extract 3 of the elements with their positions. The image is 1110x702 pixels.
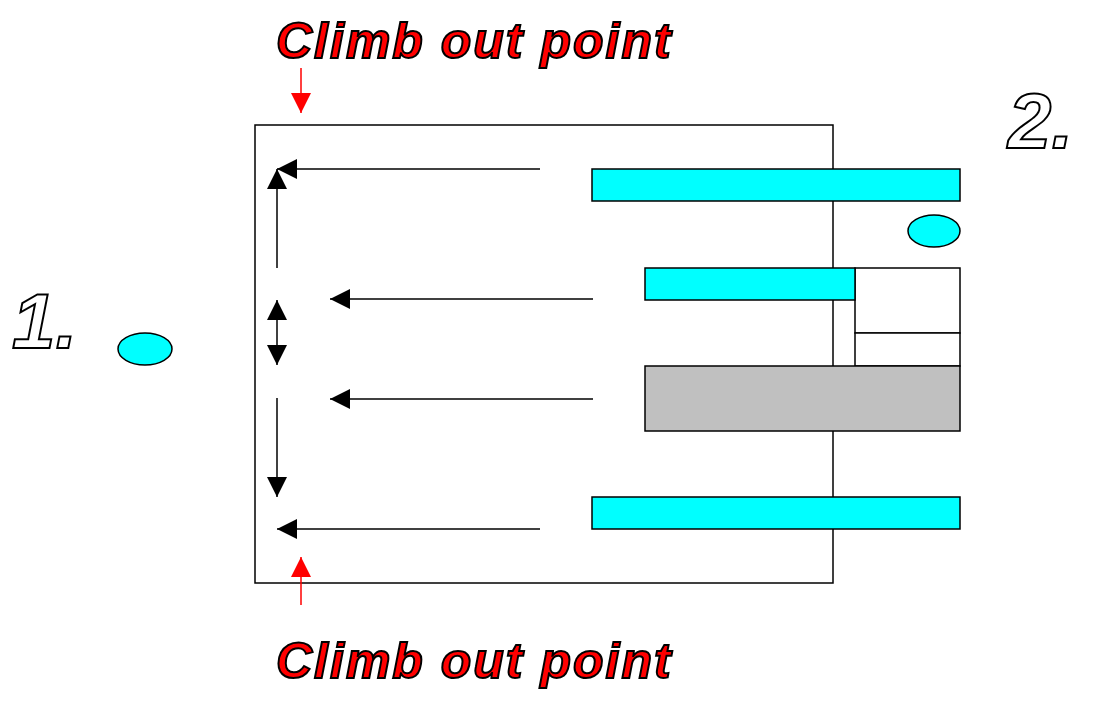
section-number: 1. [12, 282, 78, 360]
heading-text: Climb out point [276, 16, 673, 66]
heading-text: Climb out point [276, 636, 673, 686]
